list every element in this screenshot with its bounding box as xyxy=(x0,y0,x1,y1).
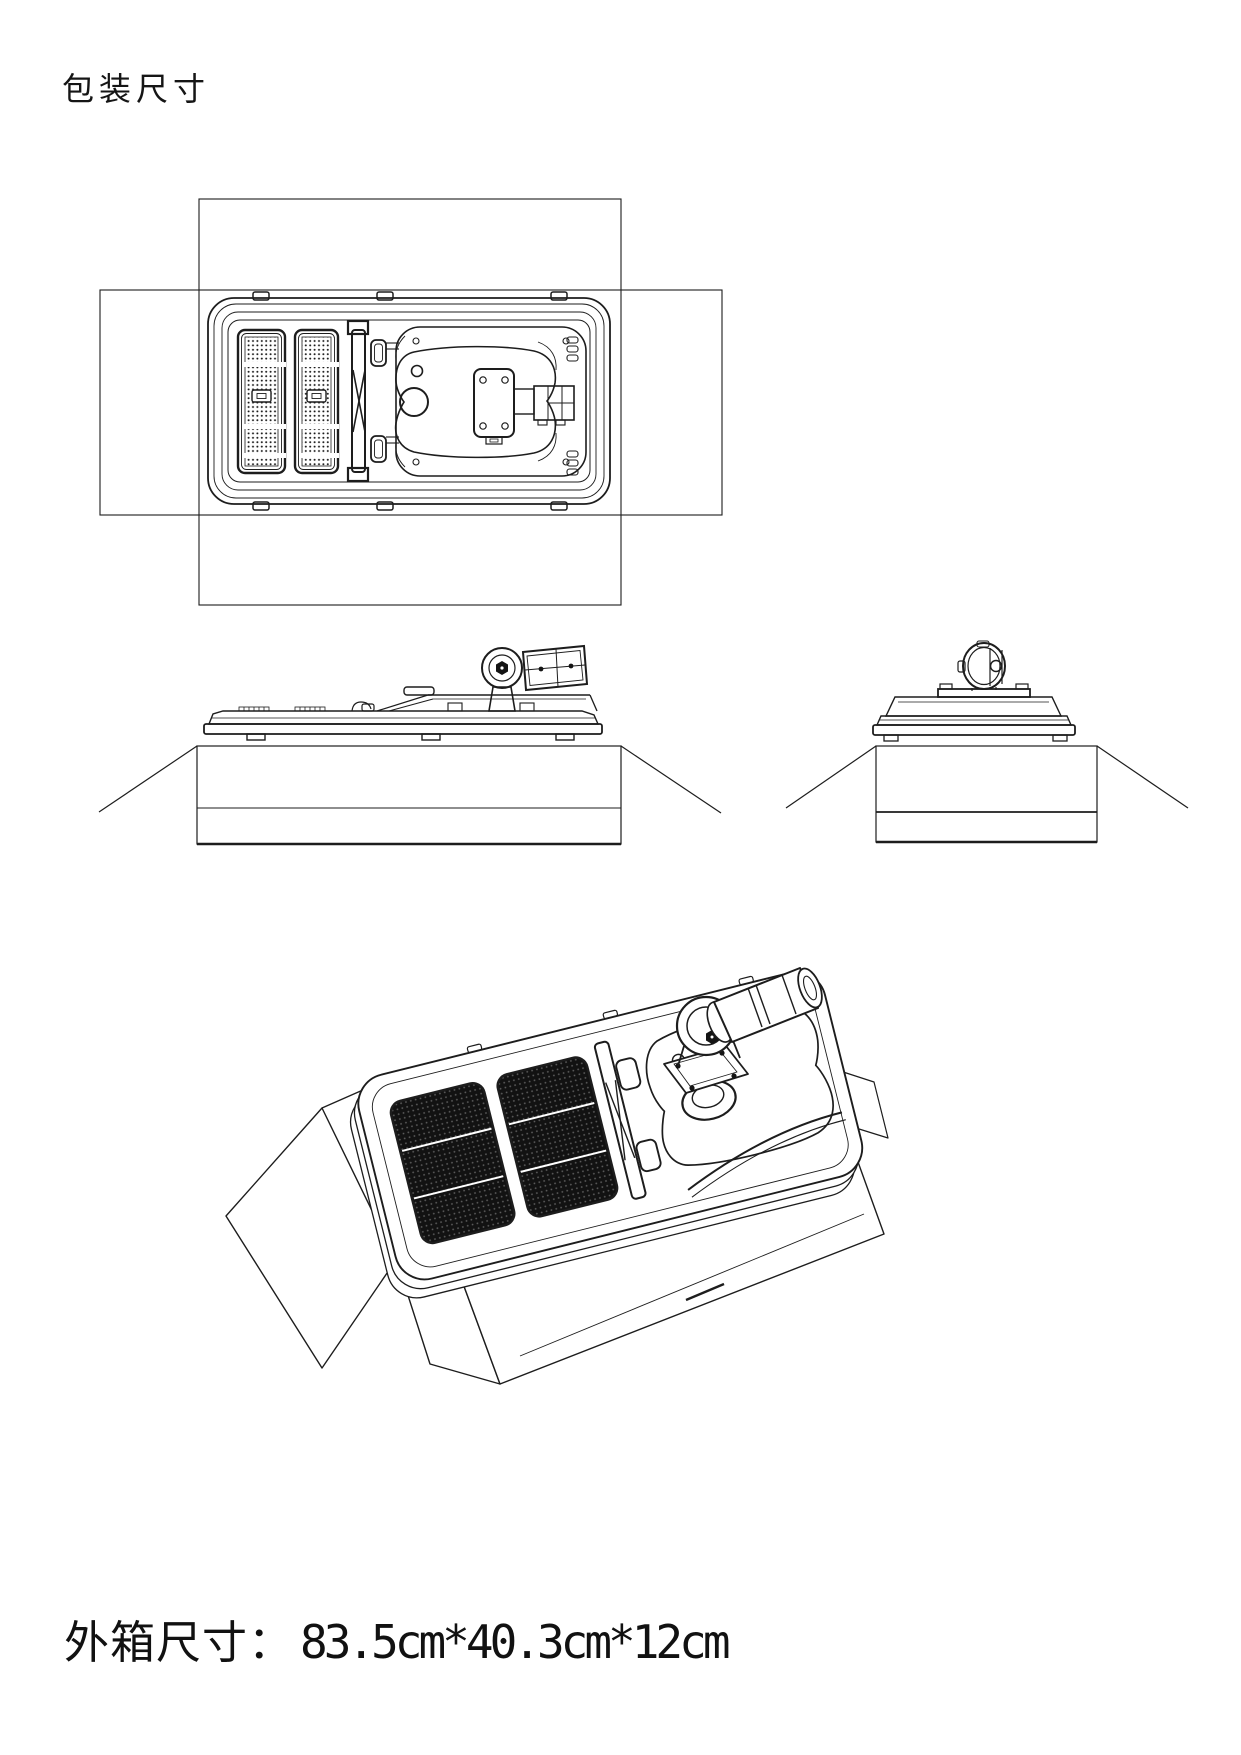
panel-edge-dashes xyxy=(238,706,326,712)
open-flap-left xyxy=(785,745,877,809)
open-flap-left xyxy=(98,745,198,813)
foot-clip xyxy=(1052,734,1068,742)
latch-clip xyxy=(351,701,372,712)
page-title: 包装尺寸 xyxy=(62,70,211,108)
sensor-hole xyxy=(410,364,424,378)
pole-cylinder xyxy=(706,967,823,1043)
dimensions-label: 外箱尺寸： xyxy=(64,1616,295,1669)
hinge-column xyxy=(346,319,399,483)
arm-bracket-side xyxy=(521,644,589,692)
pivot-bracket-side xyxy=(481,647,523,712)
mount-plate xyxy=(473,368,515,445)
foot-clip xyxy=(883,734,899,742)
dimensions-value: 83.5cm*40.3cm*12cm xyxy=(300,1615,730,1669)
top-view-drawing xyxy=(99,198,723,606)
led-panel-grid-2 xyxy=(293,328,340,475)
open-flap-right xyxy=(620,745,722,814)
outer-carton-dimensions: 外箱尺寸：83.5cm*40.3cm*12cm xyxy=(64,1606,731,1671)
box-hand-slot xyxy=(685,1282,725,1302)
vent-slots xyxy=(566,336,579,476)
iso-led-panels xyxy=(389,1056,619,1245)
carton-side-short xyxy=(785,745,1189,844)
led-panel-grid-1 xyxy=(236,328,287,475)
iso-hinge xyxy=(593,1040,662,1200)
side-view-short xyxy=(785,640,1189,844)
junction-bump xyxy=(403,686,435,696)
foot-clip xyxy=(246,733,266,741)
pole-bracket-assembly xyxy=(663,967,823,1094)
carton-side-long xyxy=(98,745,722,846)
ring-bracket-end xyxy=(957,640,1006,691)
carton-flap-horizontal xyxy=(99,289,723,516)
isometric-view xyxy=(225,967,889,1385)
cable-gland xyxy=(399,387,429,417)
folded-pole-arm xyxy=(513,385,575,426)
foot-clip xyxy=(555,733,575,741)
open-flap-right xyxy=(1096,745,1189,809)
lamp-housing-topview xyxy=(394,326,587,477)
rim-tabs xyxy=(252,291,568,511)
side-view-long xyxy=(98,644,722,846)
topview-product xyxy=(207,291,611,511)
sideview-long-product xyxy=(203,644,603,741)
sideview-short-product xyxy=(872,640,1076,742)
foot-clip xyxy=(421,733,441,741)
carton-flap-vertical xyxy=(198,198,622,606)
